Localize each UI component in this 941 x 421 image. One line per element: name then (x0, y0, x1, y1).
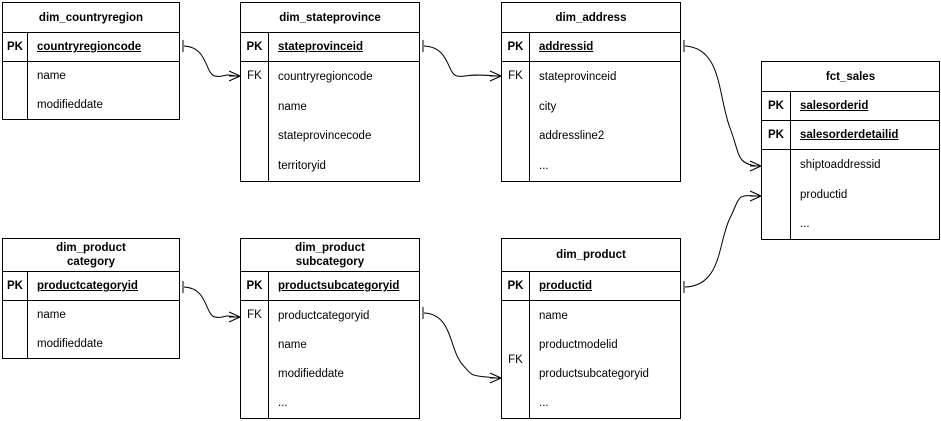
attribute-group: name modifieddate (3, 301, 179, 358)
entity-dim-productsubcategory[interactable]: dim_product subcategory PK productsubcat… (240, 238, 420, 419)
entity-title: dim_address (502, 3, 680, 33)
attribute-name[interactable]: ... (539, 397, 549, 410)
attribute-row[interactable]: PK salesorderdetailid (762, 121, 939, 150)
attribute-name[interactable]: name (539, 309, 568, 322)
connector-countryregion-to-stateprovince (182, 40, 241, 82)
attribute-group: FK stateprovinceid city addressline2 ... (502, 62, 680, 181)
key-label: PK (502, 272, 530, 300)
attribute-name: productcategoryid (37, 280, 138, 292)
key-label: FK (241, 301, 269, 418)
key-label: PK (3, 33, 28, 61)
attribute-name[interactable]: addressline2 (539, 130, 605, 143)
attribute-group: FK productcategoryid name modifieddate .… (241, 301, 419, 418)
attribute-group: name modifieddate (3, 62, 179, 119)
entity-title: dim_countryregion (3, 3, 179, 33)
entity-title-line: fct_sales (825, 70, 876, 83)
attribute-row[interactable]: PK productsubcategoryid (241, 272, 419, 301)
entity-title: fct_sales (762, 62, 939, 92)
attribute-name[interactable]: name (37, 309, 66, 322)
key-label (762, 150, 791, 239)
entity-title-line: dim_product (295, 242, 365, 254)
attribute-name[interactable]: ... (278, 397, 288, 410)
attribute-group: shiptoaddressid productid ... (762, 150, 939, 239)
entity-title-line: subcategory (295, 256, 365, 268)
attribute-name[interactable]: territoryid (278, 160, 326, 173)
entity-title-line: category (67, 256, 115, 268)
attribute-name[interactable]: modifieddate (278, 368, 344, 381)
entity-dim-product[interactable]: dim_product PK productid FK name product… (501, 238, 681, 419)
attribute-name[interactable]: productid (800, 188, 848, 201)
attribute-name: productsubcategoryid (278, 280, 400, 292)
attribute-name: productid (539, 280, 593, 292)
key-label: PK (3, 272, 28, 300)
entity-title: dim_product subcategory (241, 239, 419, 272)
attribute-row[interactable]: PK productcategoryid (3, 272, 179, 301)
attribute-name: stateprovinceid (278, 41, 363, 53)
key-label: FK (241, 62, 269, 181)
entity-title-line: dim_address (555, 11, 627, 24)
entity-title-line: dim_product (56, 242, 126, 254)
key-label (3, 62, 28, 119)
attribute-name[interactable]: ... (539, 160, 549, 173)
key-label: FK (502, 301, 530, 418)
attribute-group: FK name productmodelid productsubcategor… (502, 301, 680, 418)
connector-productcategory-to-productsubcategory (182, 281, 241, 323)
attribute-name[interactable]: ... (800, 218, 810, 231)
entity-title: dim_product category (3, 239, 179, 272)
connector-address-to-fctsales (683, 40, 762, 172)
attribute-name[interactable]: shiptoaddressid (800, 158, 881, 171)
attribute-name[interactable]: name (37, 70, 66, 83)
attribute-row[interactable]: PK countryregioncode (3, 33, 179, 62)
key-label (3, 301, 28, 358)
entity-dim-address[interactable]: dim_address PK addressid FK stateprovinc… (501, 2, 681, 182)
connector-product-to-fctsales (683, 190, 762, 293)
connector-stateprovince-to-address (422, 40, 502, 82)
attribute-name[interactable]: stateprovincecode (278, 130, 372, 143)
entity-dim-stateprovince[interactable]: dim_stateprovince PK stateprovinceid FK … (240, 2, 420, 182)
key-label: PK (762, 92, 791, 120)
key-label: PK (502, 33, 530, 61)
connector-productsubcategory-to-product (422, 307, 502, 384)
entity-dim-productcategory[interactable]: dim_product category PK productcategoryi… (2, 238, 180, 359)
entity-title: dim_product (502, 239, 680, 272)
attribute-name[interactable]: stateprovinceid (539, 70, 617, 83)
entity-fct-sales[interactable]: fct_sales PK salesorderid PK salesorderd… (761, 61, 940, 240)
key-label: PK (762, 121, 791, 149)
attribute-name[interactable]: modifieddate (37, 98, 103, 111)
entity-title-line: dim_countryregion (38, 11, 144, 24)
key-label: FK (502, 62, 530, 181)
attribute-name[interactable]: productmodelid (539, 338, 618, 351)
attribute-name[interactable]: productcategoryid (278, 309, 370, 322)
attribute-row[interactable]: PK productid (502, 272, 680, 301)
attribute-name[interactable]: countryregioncode (278, 70, 373, 83)
attribute-row[interactable]: PK stateprovinceid (241, 33, 419, 62)
entity-dim-countryregion[interactable]: dim_countryregion PK countryregioncode n… (2, 2, 180, 120)
key-label: PK (241, 272, 269, 300)
attribute-name: addressid (539, 41, 594, 53)
attribute-row[interactable]: PK addressid (502, 33, 680, 62)
attribute-name[interactable]: name (278, 338, 307, 351)
attribute-name: salesorderid (800, 100, 869, 112)
attribute-name[interactable]: modifieddate (37, 337, 103, 350)
entity-title: dim_stateprovince (241, 3, 419, 33)
attribute-name[interactable]: productsubcategoryid (539, 368, 649, 381)
attribute-name[interactable]: city (539, 100, 557, 113)
attribute-group: FK countryregioncode name stateprovincec… (241, 62, 419, 181)
attribute-name: countryregioncode (37, 41, 142, 53)
key-label: PK (241, 33, 269, 61)
attribute-name[interactable]: name (278, 100, 307, 113)
attribute-row[interactable]: PK salesorderid (762, 92, 939, 121)
attribute-name: salesorderdetailid (800, 129, 899, 141)
entity-title-line: dim_product (556, 249, 626, 261)
entity-title-line: dim_stateprovince (279, 11, 381, 24)
